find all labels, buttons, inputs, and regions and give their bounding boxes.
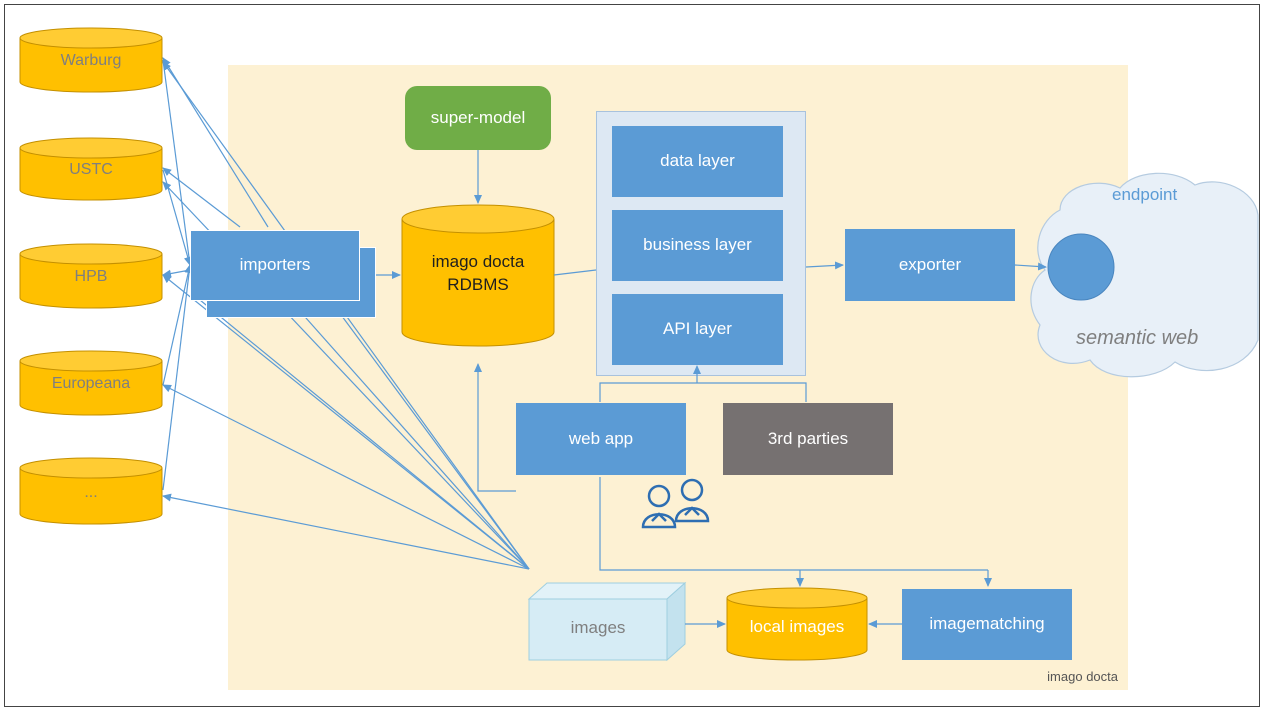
business-layer-box: business layer — [612, 210, 783, 281]
source-cylinder-ustc — [19, 137, 163, 201]
edge-webapp-to-db — [474, 363, 516, 492]
web-app-box: web app — [516, 403, 686, 475]
imagematching-box: imagematching — [902, 589, 1072, 660]
importers-box: importers — [190, 230, 360, 301]
edge-importers-to-hpb — [162, 269, 191, 278]
source-label-warburg: Warburg — [60, 52, 122, 69]
database-label-line1: imago docta — [431, 252, 525, 272]
edge-more-to-importers — [162, 264, 194, 491]
source-label-ustc: USTC — [69, 161, 113, 178]
semantic-web-label: semantic web — [1076, 327, 1199, 349]
edge-webapp-down — [599, 477, 988, 571]
exporter-box: exporter — [845, 229, 1015, 301]
edge-importers-to-images-1 — [199, 299, 530, 570]
database-label: imago docta RDBMS — [402, 244, 554, 304]
local-images-cylinder — [726, 587, 868, 661]
cloud-icon — [1030, 172, 1259, 378]
images-label: images — [570, 618, 626, 637]
edge-warburg-to-importers — [162, 59, 191, 266]
source-cylinder-more — [19, 457, 163, 525]
zone-label: imago docta — [1047, 669, 1118, 684]
images-box-icon — [527, 581, 687, 662]
users-icon — [641, 478, 710, 529]
third-parties-box: 3rd parties — [723, 403, 893, 475]
edge-importers-to-images-2 — [289, 299, 530, 570]
edge-exporter-to-endpoint — [1014, 262, 1047, 271]
edge-importers-to-ustc — [162, 167, 241, 228]
edge-europeana-to-importers — [162, 264, 193, 386]
source-label-more: ... — [84, 484, 98, 501]
local-images-label: local images — [749, 617, 845, 636]
source-cylinder-europeana — [19, 350, 163, 416]
database-label-line2: RDBMS — [447, 275, 509, 294]
edge-images-to-hpb — [162, 274, 530, 570]
source-label-europeana: Europeana — [51, 375, 131, 392]
edge-webapp-to-api — [599, 382, 807, 402]
diagram-frame — [4, 4, 1260, 707]
edge-images-to-europeana — [162, 384, 530, 570]
source-cylinder-warburg — [19, 27, 163, 93]
api-layer-box: API layer — [612, 294, 783, 365]
super-model-box: super-model — [405, 86, 551, 150]
edge-importers-to-images-3 — [329, 299, 530, 570]
source-cylinder-hpb — [19, 243, 163, 309]
edge-images-to-more — [162, 493, 530, 570]
data-layer-box: data layer — [612, 126, 783, 197]
endpoint-circle-icon — [1047, 233, 1115, 301]
edge-ustc-to-importers — [162, 169, 192, 266]
source-label-hpb: HPB — [74, 268, 108, 285]
endpoint-label: endpoint — [1112, 185, 1178, 204]
database-cylinder — [401, 204, 555, 347]
edge-db-to-api-panel — [553, 269, 597, 276]
edge-panel-to-exporter — [805, 261, 844, 270]
